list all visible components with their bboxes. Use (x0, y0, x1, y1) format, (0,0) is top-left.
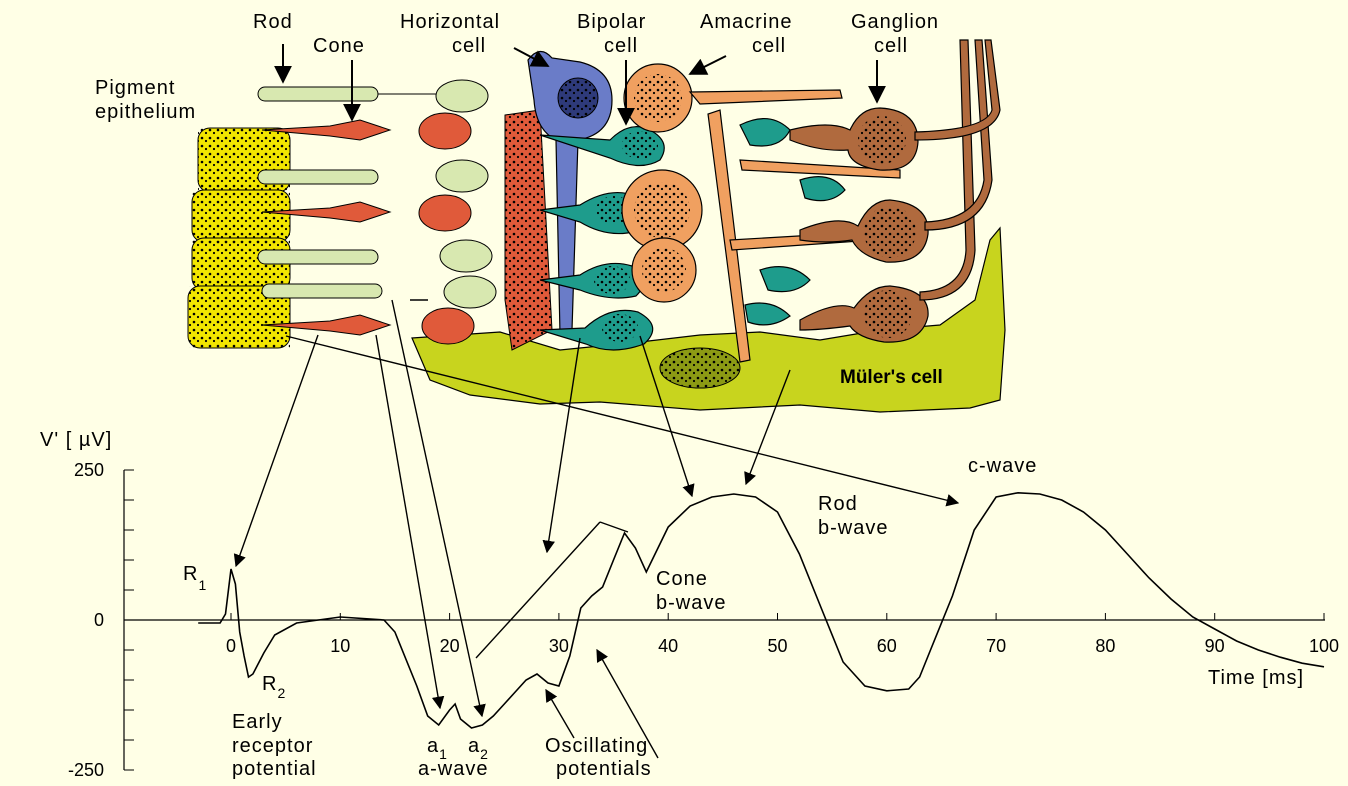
x-tick-label: 100 (1309, 636, 1339, 656)
rod-b-label-1: Rod (818, 493, 858, 515)
rod-b-label-2: b-wave (818, 517, 888, 539)
y-tick-label: 250 (74, 460, 104, 480)
x-tick-label: 80 (1095, 636, 1115, 656)
horizontal-label-1: Horizontal (400, 11, 500, 33)
x-tick-label: 70 (986, 636, 1006, 656)
erg-series-line (198, 493, 1324, 728)
ganglion-label-1: Ganglion (851, 11, 939, 33)
x-tick-label: 20 (440, 636, 460, 656)
horizontal-label-2: cell (452, 35, 486, 57)
c-wave-label: c-wave (968, 455, 1037, 477)
amacrine-label-2: cell (752, 35, 786, 57)
muller-label: Müler's cell (840, 367, 943, 388)
x-tick-label: 40 (658, 636, 678, 656)
x-tick-label: 90 (1205, 636, 1225, 656)
oscillating-label-2: potentials (556, 758, 652, 780)
cone-b-label-2: b-wave (656, 592, 726, 614)
x-tick-label: 10 (330, 636, 350, 656)
r1-label: R1 (183, 563, 207, 593)
y-tick-labels: 250 0 -250 (68, 460, 104, 780)
rod-label: Rod (253, 11, 293, 33)
y-tick-label: 0 (94, 610, 104, 630)
pigment-label-1: Pigment (95, 77, 175, 99)
a-wave-label: a-wave (418, 758, 488, 780)
bipolar-label-2: cell (604, 35, 638, 57)
y-minor-ticks (124, 470, 134, 770)
y-tick-label: -250 (68, 760, 104, 780)
early-label-1: Early (232, 711, 283, 733)
erg-chart: 0 10 20 30 40 50 60 70 80 90 100 250 0 -250 V' [ µV]… (40, 429, 1339, 780)
x-axis-label: Time [ms] (1208, 667, 1304, 689)
amacrine-label-1: Amacrine (700, 11, 792, 33)
ganglion-label-2: cell (874, 35, 908, 57)
cone-cells (262, 110, 552, 350)
cone-b-label-1: Cone (656, 568, 708, 590)
oscillating-label-1: Oscillating (545, 735, 648, 757)
bipolar-label-1: Bipolar (577, 11, 646, 33)
early-label-2: receptor (232, 735, 313, 757)
x-tick-label: 50 (767, 636, 787, 656)
cone-label: Cone (313, 35, 365, 57)
pigment-epithelium (188, 128, 290, 348)
x-tick-label: 0 (226, 636, 236, 656)
x-tick-label: 60 (877, 636, 897, 656)
r2-label: R2 (262, 673, 286, 701)
y-axis-label: V' [ µV] (40, 429, 112, 451)
early-label-3: potential (232, 758, 317, 780)
pigment-label-2: epithelium (95, 101, 196, 123)
x-tick-label: 30 (549, 636, 569, 656)
rod-cells (258, 80, 496, 308)
